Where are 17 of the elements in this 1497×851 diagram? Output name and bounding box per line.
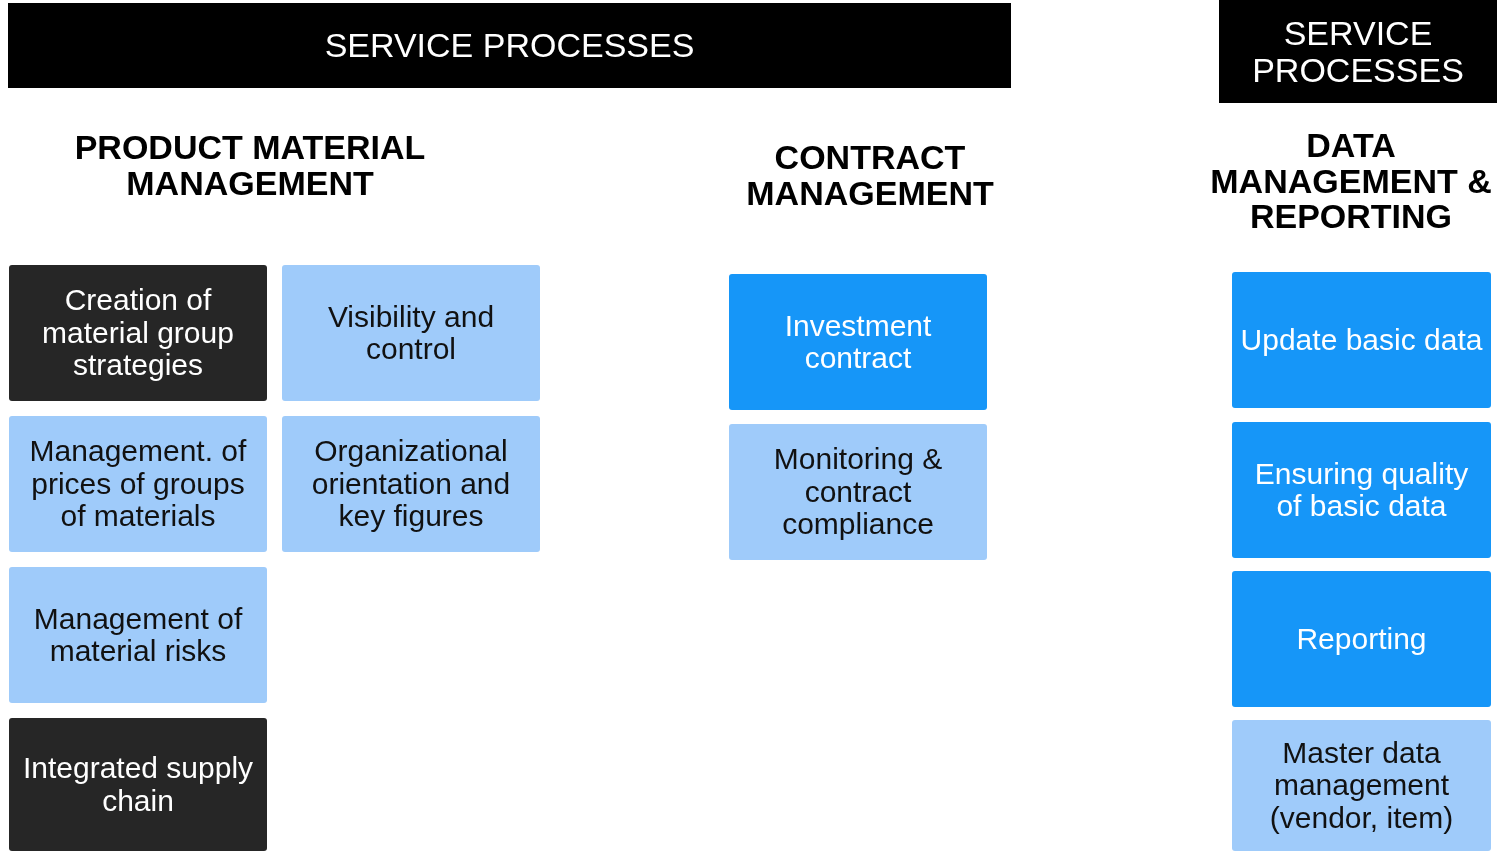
process-box: Master data management (vendor, item)	[1232, 720, 1491, 851]
process-box: Monitoring & contract compliance	[729, 424, 987, 560]
header-banner: SERVICE PROCESSES	[8, 3, 1011, 88]
process-box: Creation of material group strategies	[9, 265, 267, 401]
process-box: Visibility and control	[282, 265, 540, 401]
process-box: Reporting	[1232, 571, 1491, 707]
process-box: Management. of prices of groups of materials	[9, 416, 267, 552]
process-box: Investment contract	[729, 274, 987, 410]
process-box: Organizational orientation and key figures	[282, 416, 540, 552]
process-box: Management of material risks	[9, 567, 267, 703]
section-heading: PRODUCT MATERIAL MANAGEMENT	[73, 130, 427, 202]
process-box: Integrated supply chain	[9, 718, 267, 851]
section-heading: CONTRACT MANAGEMENT	[745, 140, 995, 212]
header-banner: SERVICE PROCESSES	[1219, 0, 1497, 103]
section-heading: DATA MANAGEMENT & REPORTING	[1209, 128, 1493, 236]
process-box: Update basic data	[1232, 272, 1491, 408]
process-box: Ensuring quality of basic data	[1232, 422, 1491, 558]
